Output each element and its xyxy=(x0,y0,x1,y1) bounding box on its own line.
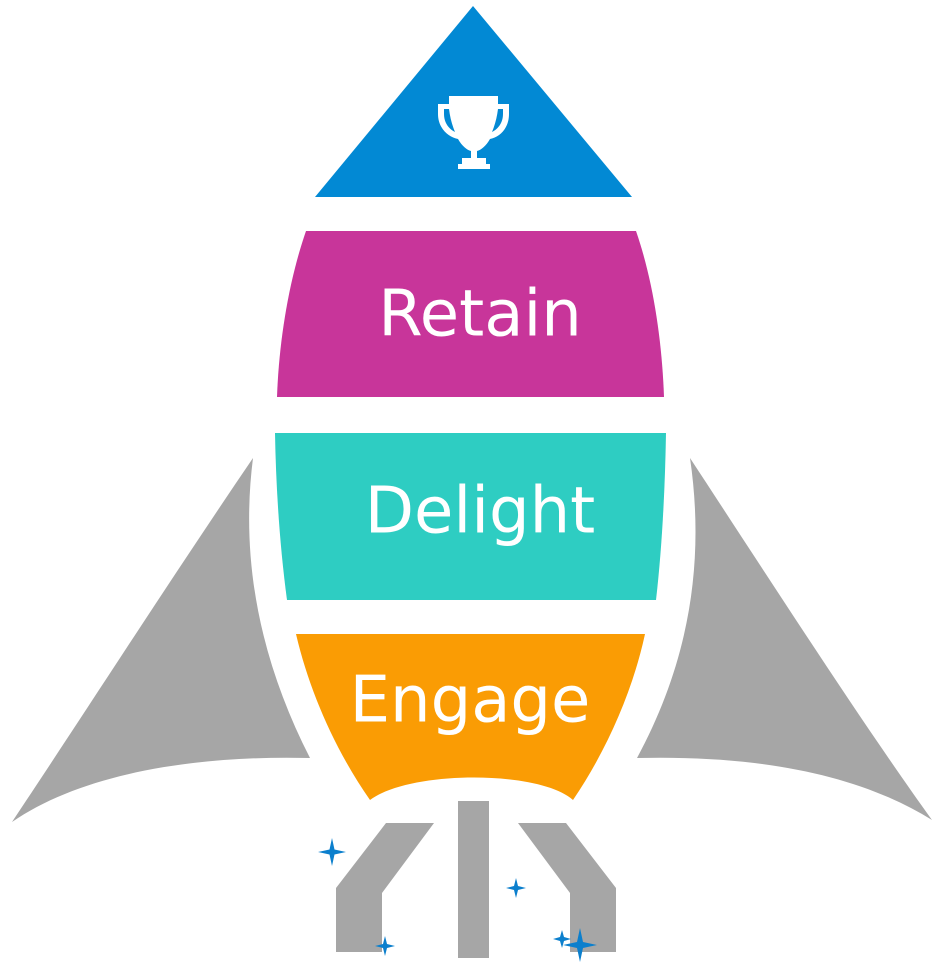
trophy-icon xyxy=(438,96,509,169)
sparkle-1 xyxy=(318,838,346,866)
right-fin xyxy=(637,458,932,820)
exhaust-left xyxy=(336,823,434,952)
sparkle-2 xyxy=(506,878,526,898)
stage-delight xyxy=(275,433,666,600)
left-fin xyxy=(12,458,310,822)
sparkle-3 xyxy=(375,936,395,956)
stage-engage-label: Engage xyxy=(350,664,591,738)
exhaust-right xyxy=(518,823,616,952)
stage-engage xyxy=(296,634,645,800)
sparkles xyxy=(318,838,597,962)
exhaust-center xyxy=(458,801,489,958)
sparkle-4 xyxy=(553,930,571,948)
stage-delight-label: Delight xyxy=(365,475,596,549)
stage-retain-label: Retain xyxy=(378,278,582,352)
stage-retain xyxy=(277,231,664,397)
sparkle-5 xyxy=(563,928,597,962)
